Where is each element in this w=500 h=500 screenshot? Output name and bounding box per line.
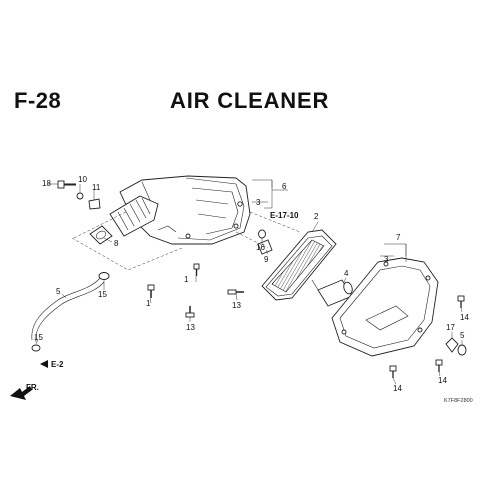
drawing-code: K7F8F2800 <box>444 398 473 404</box>
svg-text:E-2: E-2 <box>51 360 64 369</box>
air-cleaner-cover-part-8 <box>331 257 439 357</box>
nut-part-11 <box>76 192 84 200</box>
screw-part-14-bottom-right <box>435 359 443 372</box>
bolt-part-13-right <box>227 289 244 295</box>
screw-part-1-center <box>193 263 200 276</box>
callout-15-bottom: 15 <box>34 333 43 342</box>
callout-4: 4 <box>344 269 349 278</box>
callout-14-right: 14 <box>460 313 469 322</box>
callout-9: 8 <box>114 239 119 248</box>
clamp-part-9 <box>89 225 113 245</box>
front-direction-indicator: FR. <box>10 383 39 400</box>
collar-part-10 <box>257 239 273 255</box>
clamp-part-15-bottom <box>31 344 41 352</box>
grommet-part-17 <box>445 337 459 353</box>
reference-e-2: E-2 <box>40 360 64 369</box>
callout-13-right: 13 <box>232 301 241 310</box>
drain-tube-part-5 <box>31 277 105 343</box>
intake-duct <box>109 195 159 237</box>
callout-1-center: 1 <box>184 275 189 284</box>
leader-lines <box>35 183 463 385</box>
callout-3-left: 3 <box>256 198 261 207</box>
callout-6: 6 <box>282 182 287 191</box>
bracket-part-6 <box>252 179 273 209</box>
callout-14-bottom-right: 14 <box>438 376 447 385</box>
callout-8: 7 <box>396 233 401 242</box>
callout-18: 18 <box>42 179 51 188</box>
screw-part-14-bottom-left <box>389 365 397 378</box>
callout-1-left: 1 <box>146 299 151 308</box>
callout-2: 2 <box>314 212 319 221</box>
svg-text:FR.: FR. <box>26 383 39 392</box>
callout-5: 5 <box>56 287 61 296</box>
callout-17: 17 <box>446 323 455 332</box>
callout-11: 10 <box>78 175 87 184</box>
clip-part-12 <box>88 198 101 210</box>
reference-e-17-10: E-17-10 <box>270 211 299 220</box>
bolt-part-13-left <box>185 306 195 318</box>
grommet-part-16 <box>258 229 266 239</box>
callout-16: 16 <box>256 243 265 252</box>
callout-3-right: 3 <box>384 255 389 264</box>
figure-title: AIR CLEANER <box>170 88 330 113</box>
callout-13-left: 13 <box>186 323 195 332</box>
bolt-part-18 <box>57 180 76 189</box>
reference-dashed-lines-left <box>71 211 183 271</box>
clamp-part-15-top <box>98 272 110 280</box>
callout-7: 5 <box>460 331 465 340</box>
bracket-part-8 <box>384 243 407 262</box>
callout-12: 11 <box>92 183 101 192</box>
callout-15-top: 15 <box>98 290 107 299</box>
screw-part-1-left <box>147 284 155 298</box>
callout-14-bottom-left: 14 <box>393 384 402 393</box>
reference-dashed-lines-center <box>235 211 301 249</box>
collar-part-7 <box>457 344 467 356</box>
callout-10: 9 <box>264 255 269 264</box>
filter-element-part-2 <box>261 229 337 301</box>
tube-part-4 <box>311 279 353 307</box>
screw-part-14-right-top <box>457 295 465 308</box>
figure-code: F-28 <box>14 88 62 113</box>
front-arrow-icon <box>10 386 32 400</box>
